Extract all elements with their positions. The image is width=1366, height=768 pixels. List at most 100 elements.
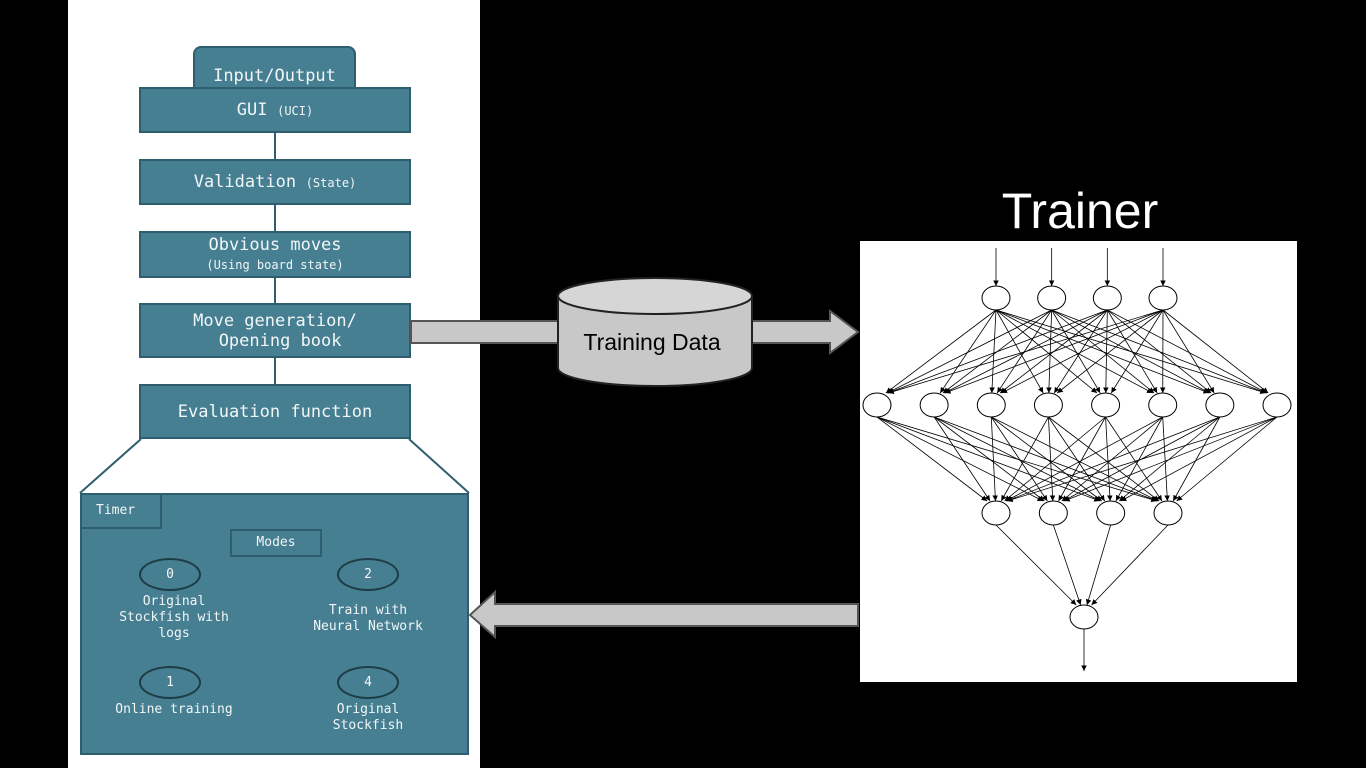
nn-connection	[1162, 309, 1215, 394]
nn-connection	[1106, 309, 1158, 394]
modes-panel: Timer Modes 0 Original Stockfish with lo…	[80, 493, 469, 755]
evaluation-label: Evaluation function	[177, 401, 373, 422]
validation-sublabel: (State)	[305, 176, 357, 190]
input-output-tab: Input/Output	[193, 46, 356, 88]
nn-connection	[1058, 416, 1106, 502]
nn-connection	[1001, 309, 1164, 394]
nn-connection	[1052, 524, 1082, 606]
nn-connection	[1004, 416, 1106, 502]
nn-node-layer-1	[919, 392, 949, 418]
nn-node-layer-0	[1148, 285, 1178, 311]
nn-connection	[1048, 416, 1106, 502]
nn-connection	[876, 416, 1100, 502]
nn-node-layer-2	[981, 500, 1011, 526]
timer-tab: Timer	[82, 495, 162, 529]
connector	[274, 205, 276, 231]
nn-connection	[1105, 416, 1163, 502]
nn-connection	[990, 416, 1048, 502]
nn-connection	[989, 309, 997, 394]
nn-node-layer-1	[1091, 392, 1121, 418]
nn-connection	[995, 309, 1044, 394]
nn-connection	[933, 416, 1101, 502]
nn-connection	[995, 309, 1153, 394]
nn-connection	[939, 309, 997, 394]
nn-node-layer-0	[1092, 285, 1122, 311]
validation-box: Validation (State)	[139, 159, 411, 205]
mode-2-caption: Train with Neural Network	[313, 603, 423, 634]
nn-connection	[1006, 416, 1221, 502]
nn-connection	[876, 416, 988, 502]
nn-connection	[1110, 309, 1164, 394]
nn-connection	[1085, 524, 1112, 606]
nn-connection	[933, 416, 1045, 502]
nn-node-layer-1	[1205, 392, 1235, 418]
funnel-line-left	[79, 438, 142, 494]
nn-node-layer-1	[1262, 392, 1292, 418]
nn-node-layer-1	[976, 392, 1006, 418]
nn-connection	[1162, 309, 1269, 394]
connector	[274, 278, 276, 303]
mode-4-caption: Original Stockfish	[332, 702, 404, 733]
modes-label: Modes	[230, 529, 322, 557]
nn-connection	[1000, 416, 1049, 502]
mode-2-oval: 2	[337, 558, 399, 591]
connector	[274, 358, 276, 384]
nn-node-layer-2	[1153, 500, 1183, 526]
nn-node-layer-1	[1033, 392, 1063, 418]
nn-connection	[944, 309, 1164, 394]
training-data-database-icon	[557, 277, 753, 387]
nn-connection	[1056, 309, 1164, 394]
nn-connection	[1120, 416, 1278, 502]
nn-connection	[887, 309, 1052, 394]
nn-node-layer-1	[1148, 392, 1178, 418]
evaluation-box: Evaluation function	[139, 384, 411, 439]
nn-connection	[1048, 416, 1160, 502]
nn-connection	[1091, 524, 1169, 606]
nn-connection	[1107, 309, 1212, 394]
nn-connection	[1051, 309, 1210, 394]
nn-connection	[995, 524, 1077, 606]
nn-connection	[1176, 416, 1278, 502]
nn-connection	[1172, 416, 1221, 502]
nn-node-layer-2	[1096, 500, 1126, 526]
arrow-back-to-modes	[468, 589, 859, 640]
funnel-line-right	[408, 438, 470, 494]
nn-connection	[1105, 416, 1113, 502]
arrow-to-training-data	[410, 320, 561, 344]
nn-connection	[933, 416, 991, 502]
obvious-moves-label: Obvious moves	[208, 234, 342, 255]
nn-node-layer-2	[1038, 500, 1068, 526]
nn-connection	[995, 309, 1098, 394]
nn-connection	[876, 416, 1044, 502]
neural-network-panel	[860, 241, 1297, 682]
nn-connection	[1107, 309, 1268, 394]
obvious-moves-box: Obvious moves (Using board state)	[139, 231, 411, 278]
nn-connection	[888, 309, 1164, 395]
nn-connection	[1007, 416, 1278, 503]
trainer-title: Trainer	[1001, 183, 1159, 239]
nn-connection	[1053, 309, 1108, 394]
nn-connection	[887, 309, 1108, 394]
nn-connection	[934, 416, 1158, 502]
validation-label: Validation	[193, 172, 297, 192]
nn-connection	[1103, 309, 1109, 394]
nn-connection	[1051, 309, 1101, 394]
nn-connection	[1063, 416, 1278, 502]
obvious-moves-sublabel: (Using board state)	[206, 257, 344, 272]
gui-box: GUI (UCI)	[139, 87, 411, 133]
mode-0-oval: 0	[139, 558, 201, 591]
nn-node-layer-1	[862, 392, 892, 418]
nn-node-layer-0	[981, 285, 1011, 311]
nn-connection	[1115, 416, 1164, 502]
nn-connection	[990, 416, 998, 502]
nn-connection	[885, 309, 997, 394]
move-generation-box: Move generation/ Opening book	[139, 303, 411, 358]
nn-connection	[991, 416, 1158, 502]
nn-connection	[991, 416, 1103, 502]
move-generation-label: Move generation/ Opening book	[193, 310, 357, 351]
nn-node-layer-3	[1069, 604, 1099, 630]
training-data-label: Training Data	[583, 329, 720, 355]
mode-4-oval: 4	[337, 666, 399, 699]
nn-node-layer-0	[1037, 285, 1067, 311]
